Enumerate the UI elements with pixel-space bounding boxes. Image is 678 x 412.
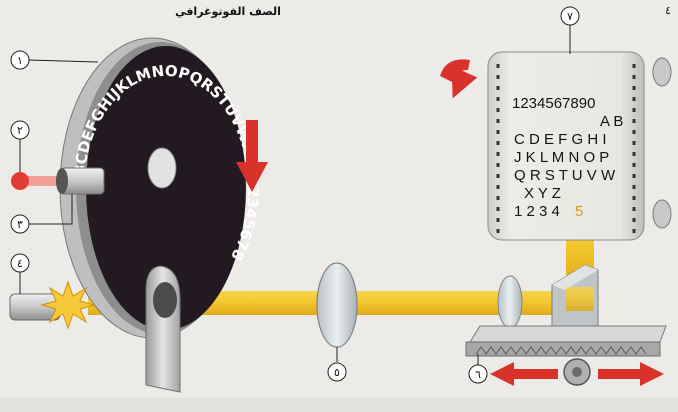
stand-axle-hole — [153, 282, 177, 318]
callout-5: ٥ — [328, 363, 346, 381]
photocell-lens — [56, 168, 68, 194]
drum-line-2: A B — [600, 113, 623, 130]
flash-lamp — [10, 282, 94, 328]
film-drum: 1234567890 A B C D E F G H I J K L M N O… — [488, 52, 671, 240]
callout-7: ٧ — [561, 7, 579, 54]
drum-line-6: X Y Z — [524, 185, 561, 202]
callout-4-number: ٤ — [17, 257, 23, 270]
callout-2-number: ٢ — [17, 124, 23, 137]
prism — [552, 265, 598, 336]
wheel-stand — [146, 266, 180, 392]
drum-axle-bottom — [653, 200, 671, 228]
callout-3-number: ٣ — [17, 218, 23, 231]
focusing-lens — [317, 263, 357, 362]
drum-line-7-highlight: 5 — [575, 203, 583, 220]
drum-axle-top — [653, 58, 671, 86]
callout-1: ١ — [11, 51, 98, 69]
callout-6-number: ٦ — [475, 368, 481, 381]
drum-line-4: J K L M N O P — [514, 149, 609, 166]
curved-rotate-arrow-icon — [440, 59, 478, 103]
callout-6: ٦ — [469, 354, 487, 383]
callout-7-number: ٧ — [567, 10, 573, 23]
drum-line-1: 1234567890 — [512, 95, 595, 112]
callout-1-number: ١ — [17, 54, 23, 67]
small-lens — [498, 276, 522, 328]
page-number: ٤ — [665, 4, 671, 17]
laser-dot — [11, 172, 29, 190]
callout-4: ٤ — [11, 254, 29, 294]
drum-line-7: 1 2 3 4 — [514, 203, 560, 220]
bottom-strip — [0, 398, 678, 412]
drum-line-3: C D E F G H I — [514, 131, 607, 148]
light-source-unit — [11, 168, 104, 194]
wheel-hub — [148, 148, 176, 188]
callout-2: ٢ — [11, 121, 29, 172]
callout-5-number: ٥ — [334, 366, 340, 379]
diagram-title: الصف الفوتوغرافي — [175, 5, 281, 18]
drum-line-5: Q R S T U V W — [514, 167, 616, 184]
